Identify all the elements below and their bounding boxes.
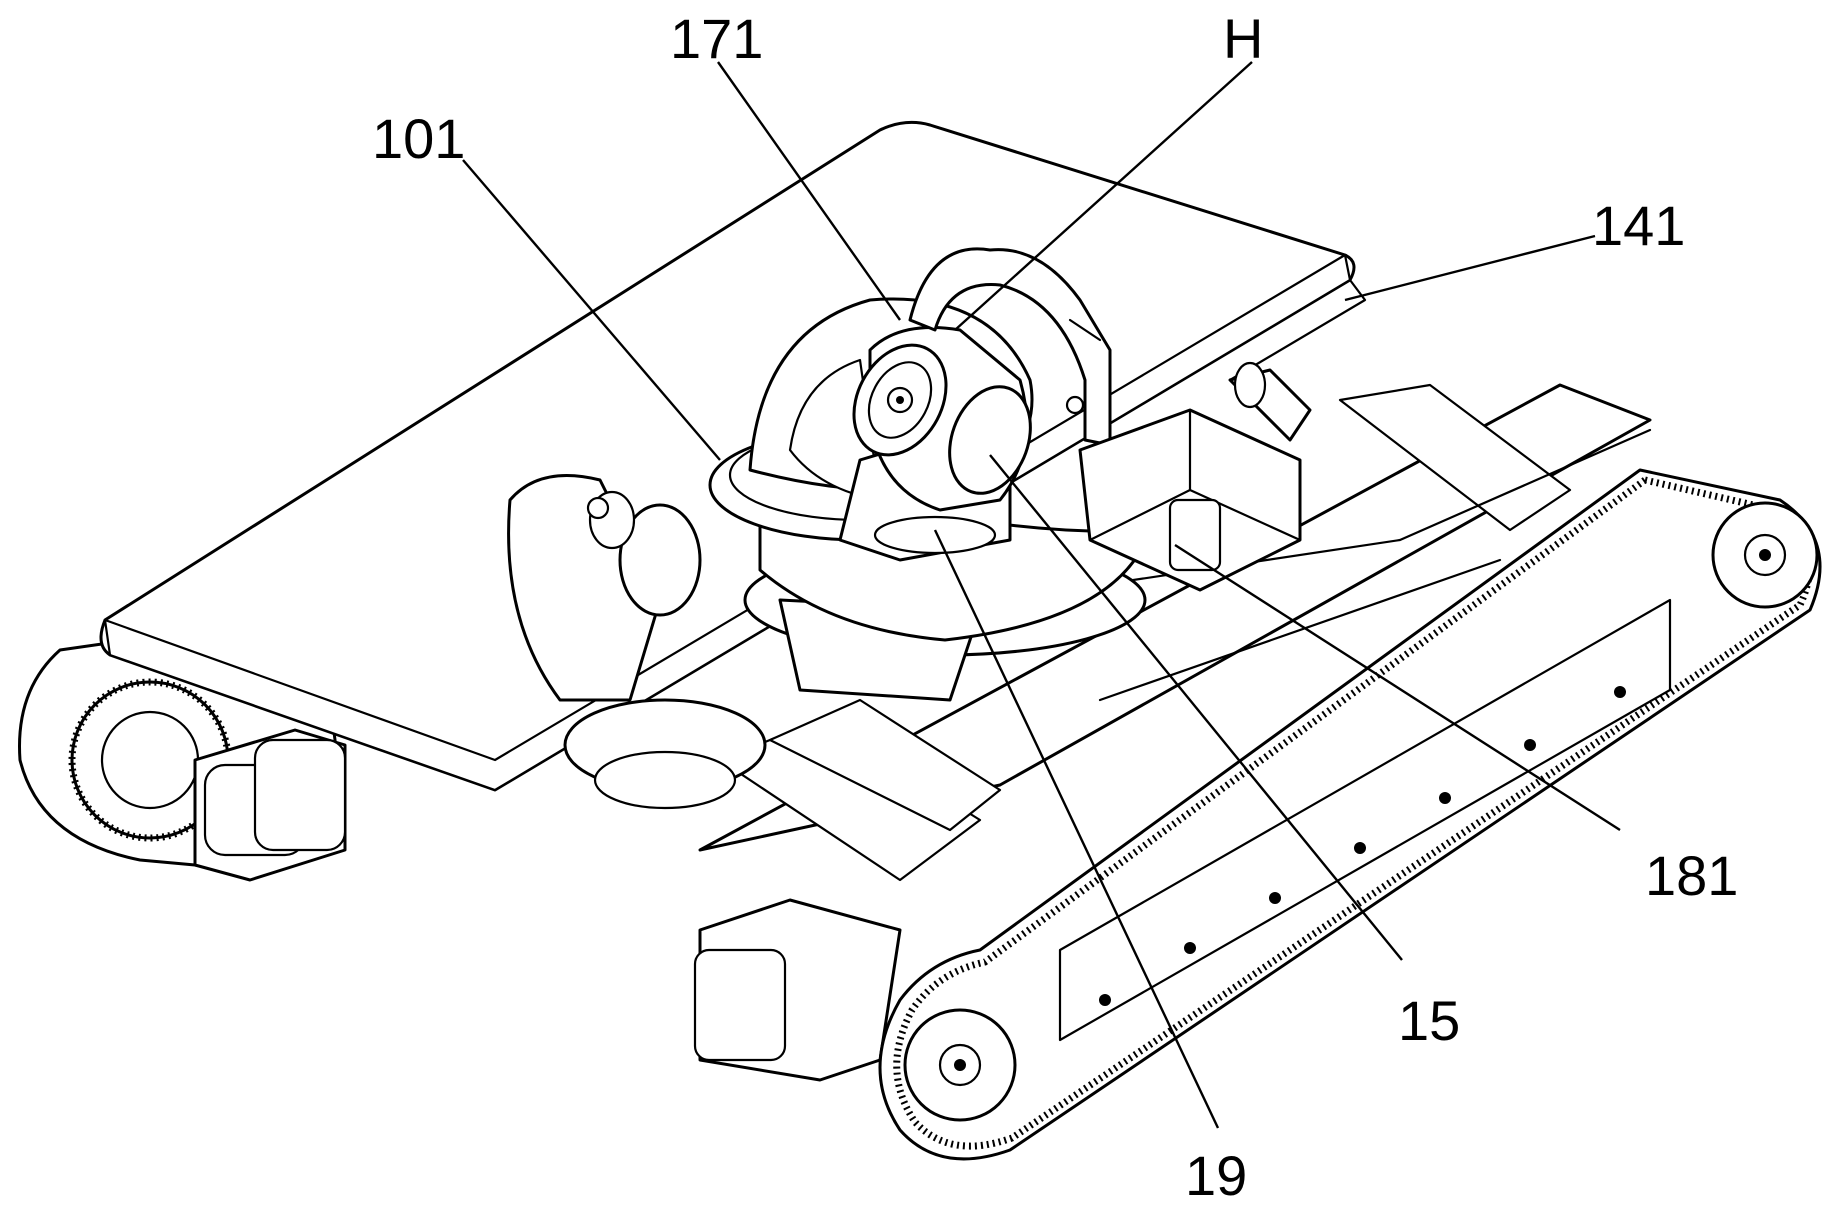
callout-15: 15 [1398, 989, 1460, 1052]
leader-141 [1345, 236, 1595, 300]
rear-pipe [1230, 363, 1310, 440]
callout-H: H [1223, 7, 1263, 70]
callout-19: 19 [1185, 1144, 1247, 1205]
front-left-drive [695, 900, 900, 1080]
callout-181: 181 [1645, 844, 1738, 907]
callout-171: 171 [670, 7, 763, 70]
callout-141: 141 [1592, 194, 1685, 257]
callout-101: 101 [372, 107, 465, 170]
